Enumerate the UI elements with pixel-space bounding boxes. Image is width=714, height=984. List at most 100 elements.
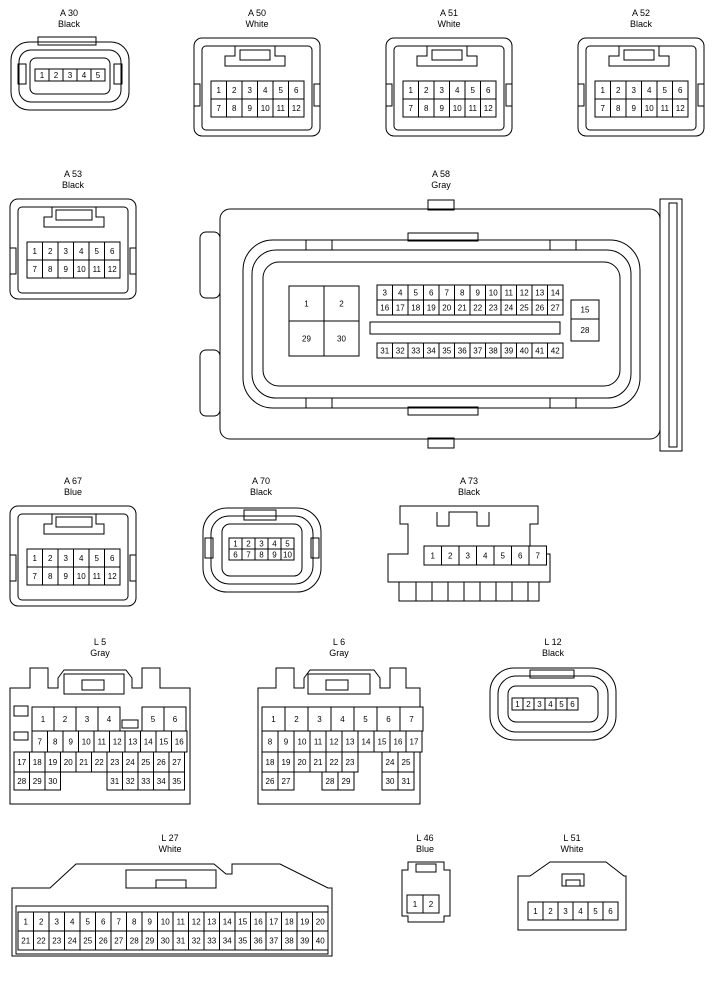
svg-text:34: 34 <box>157 777 166 786</box>
svg-text:8: 8 <box>53 737 58 746</box>
a51-code: A 51 <box>439 8 459 18</box>
svg-text:35: 35 <box>238 936 247 945</box>
pin-l27-27: 27 <box>110 930 127 951</box>
pin-a58-36: 36 <box>454 342 471 359</box>
pin-l27-25: 25 <box>79 930 96 951</box>
pin-a70-10: 10 <box>280 548 295 561</box>
pin-a73-3: 3 <box>458 545 477 566</box>
pin-a70-1: 1 <box>228 537 243 550</box>
pin-a50-7: 7 <box>210 98 227 118</box>
svg-text:2: 2 <box>246 539 251 548</box>
pin-l5-8: 8 <box>47 730 64 753</box>
pin-l6-9: 9 <box>277 730 295 753</box>
pin-l27-3: 3 <box>48 911 65 932</box>
a58-code: A 58 <box>431 169 451 179</box>
svg-text:26: 26 <box>99 936 108 945</box>
svg-text:31: 31 <box>402 777 411 786</box>
pin-a50-4: 4 <box>257 80 274 100</box>
svg-text:7: 7 <box>33 572 38 581</box>
svg-text:3: 3 <box>440 86 445 95</box>
l5-color: Gray <box>90 648 110 658</box>
svg-text:7: 7 <box>38 737 43 746</box>
pin-a73-7: 7 <box>528 545 547 566</box>
svg-text:12: 12 <box>192 917 201 926</box>
svg-text:7: 7 <box>217 104 222 113</box>
pin-l27-37: 37 <box>265 930 282 951</box>
pin-a53-4: 4 <box>73 241 90 261</box>
svg-text:14: 14 <box>144 737 153 746</box>
pin-a53-8: 8 <box>42 259 59 279</box>
svg-text:9: 9 <box>632 104 637 113</box>
pin-a58-39: 39 <box>500 342 517 359</box>
l5-code: L 5 <box>93 637 107 647</box>
svg-text:37: 37 <box>269 936 278 945</box>
svg-text:20: 20 <box>442 303 451 312</box>
svg-text:29: 29 <box>145 936 154 945</box>
pin-a52-12: 12 <box>672 98 689 118</box>
pin-a50-1: 1 <box>210 80 227 100</box>
svg-text:12: 12 <box>113 737 122 746</box>
l51-color: White <box>560 844 584 854</box>
connector-l6 <box>257 667 421 805</box>
a53-code: A 53 <box>63 169 83 179</box>
connector-l51 <box>517 861 627 931</box>
svg-text:12: 12 <box>330 737 339 746</box>
pin-l5-5: 5 <box>141 706 165 732</box>
svg-text:1: 1 <box>304 299 309 308</box>
svg-text:5: 5 <box>471 86 476 95</box>
pin-l27-20: 20 <box>312 911 329 932</box>
pin-l6-29: 29 <box>337 771 355 791</box>
pin-l27-31: 31 <box>172 930 189 951</box>
connector-a50 <box>193 37 321 137</box>
l27-color: White <box>158 844 182 854</box>
svg-text:9: 9 <box>440 104 445 113</box>
pin-l51-3: 3 <box>557 901 574 921</box>
svg-text:23: 23 <box>52 936 61 945</box>
pin-a30-5: 5 <box>90 68 106 82</box>
svg-text:4: 4 <box>79 554 84 563</box>
pin-l27-10: 10 <box>157 911 174 932</box>
pin-a53-12: 12 <box>104 259 121 279</box>
pin-a58-1: 1 <box>288 285 325 322</box>
pin-a58-30: 30 <box>323 320 360 357</box>
pin-l27-35: 35 <box>234 930 251 951</box>
pin-l6-23: 23 <box>341 751 359 773</box>
l12-code: L 12 <box>544 637 562 647</box>
svg-text:21: 21 <box>79 758 88 767</box>
svg-text:31: 31 <box>380 346 389 355</box>
svg-text:4: 4 <box>548 700 553 709</box>
pin-a70-8: 8 <box>254 548 269 561</box>
pin-a51-9: 9 <box>433 98 450 118</box>
svg-text:10: 10 <box>77 265 86 274</box>
a73-color: Black <box>457 487 480 497</box>
svg-text:2: 2 <box>616 86 621 95</box>
svg-text:2: 2 <box>429 900 434 909</box>
svg-text:32: 32 <box>192 936 201 945</box>
svg-text:5: 5 <box>151 715 156 724</box>
svg-text:37: 37 <box>473 346 482 355</box>
pin-l5-22: 22 <box>91 751 108 773</box>
pin-l5-1: 1 <box>31 706 55 732</box>
pin-l6-30: 30 <box>381 771 399 791</box>
pin-a30-1: 1 <box>34 68 50 82</box>
svg-text:13: 13 <box>346 737 355 746</box>
svg-text:4: 4 <box>107 715 112 724</box>
svg-text:4: 4 <box>647 86 652 95</box>
connector-l12 <box>489 667 617 741</box>
pin-l5-21: 21 <box>75 751 92 773</box>
svg-text:3: 3 <box>632 86 637 95</box>
connector-a30 <box>10 36 130 111</box>
pin-a50-5: 5 <box>272 80 289 100</box>
svg-text:6: 6 <box>101 917 106 926</box>
pin-a67-9: 9 <box>57 566 74 586</box>
pin-a58-24: 24 <box>500 299 517 316</box>
svg-text:4: 4 <box>70 917 75 926</box>
svg-text:11: 11 <box>177 917 186 926</box>
pin-l5-7: 7 <box>31 730 48 753</box>
svg-text:6: 6 <box>173 715 178 724</box>
svg-text:10: 10 <box>298 737 307 746</box>
pin-a58-6: 6 <box>423 284 440 301</box>
svg-text:4: 4 <box>455 86 460 95</box>
svg-text:21: 21 <box>314 758 323 767</box>
svg-text:24: 24 <box>504 303 513 312</box>
